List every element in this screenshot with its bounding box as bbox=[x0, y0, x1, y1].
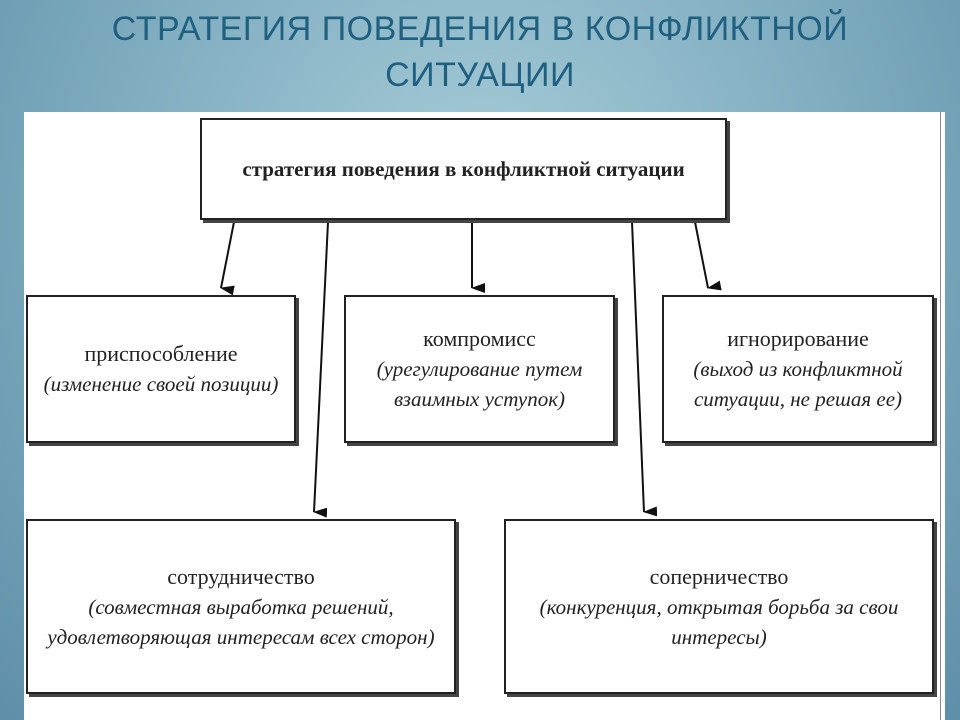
box-compromise-desc: (урегулирование путем взаимных уступок) bbox=[376, 357, 583, 411]
arrow-to-rivalry bbox=[631, 221, 658, 517]
box-rivalry-desc: (конкуренция, открытая борьба за свои ин… bbox=[539, 594, 899, 649]
root-box: стратегия поведения в конфликтной ситуац… bbox=[200, 118, 727, 220]
slide-title: СТРАТЕГИЯ ПОВЕДЕНИЯ В КОНФЛИКТНОЙ СИТУАЦ… bbox=[0, 6, 960, 98]
slide-title-line-1: СТРАТЕГИЯ ПОВЕДЕНИЯ В КОНФЛИКТНОЙ bbox=[111, 10, 849, 48]
box-adaptation: приспособление (изменение своей позиции) bbox=[26, 295, 296, 443]
box-cooperation-desc: (совместная выработка решений, удовлетво… bbox=[47, 594, 435, 649]
box-ignoring-name: игнорирование bbox=[727, 326, 869, 351]
box-compromise: компромисс (урегулирование путем взаимны… bbox=[344, 295, 615, 443]
box-rivalry-name: соперничество bbox=[649, 563, 789, 589]
box-ignoring-desc: (выход из конфликтной ситуации, не решая… bbox=[693, 357, 903, 411]
arrow-to-cooperation bbox=[313, 221, 329, 518]
box-cooperation-name: сотрудничество bbox=[167, 563, 315, 589]
root-label: стратегия поведения в конфликтной ситуац… bbox=[242, 157, 685, 181]
sheet-edge bbox=[940, 112, 945, 720]
box-cooperation: сотрудничество (совместная выработка реш… bbox=[26, 519, 456, 694]
box-ignoring: игнорирование (выход из конфликтной ситу… bbox=[662, 295, 934, 443]
arrow-to-ignoring bbox=[694, 221, 722, 291]
box-compromise-name: компромисс bbox=[423, 326, 536, 351]
box-adaptation-name: приспособление bbox=[84, 341, 238, 366]
box-rivalry: соперничество (конкуренция, открытая бор… bbox=[504, 519, 934, 694]
box-adaptation-desc: (изменение своей позиции) bbox=[43, 372, 279, 396]
arrow-to-adaptation bbox=[220, 221, 235, 296]
slide-title-line-2: СИТУАЦИИ bbox=[385, 56, 575, 94]
